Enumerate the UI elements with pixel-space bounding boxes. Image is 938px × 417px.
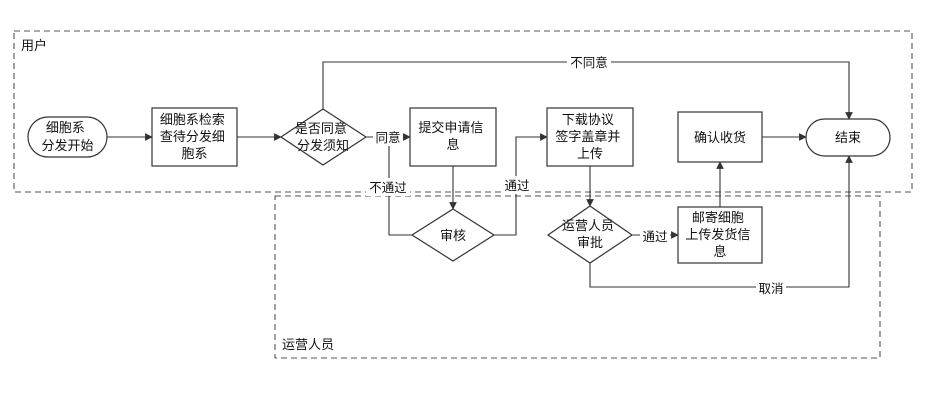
node-submit-line1: 提交申请信	[418, 120, 483, 136]
edge-label-agree: 同意	[375, 130, 400, 145]
svg-text:细胞系 分发开始: 细胞系 分发开始	[41, 121, 93, 154]
node-mail: 邮寄细胞 上传发货信 息	[677, 206, 763, 264]
edge-label-disagree: 不同意	[570, 55, 608, 70]
svg-text:结束: 结束	[835, 131, 861, 146]
lane-ops	[274, 195, 881, 359]
svg-text:细胞系检索 查待分发细 胞系: 细胞系检索 查待分发细 胞系	[160, 113, 229, 162]
edge-label-pass-approve: 通过	[642, 229, 668, 244]
edge-review-reject	[388, 137, 412, 236]
node-confirm: 确认收货	[677, 111, 763, 163]
lane-ops-label: 运营人员	[282, 338, 334, 353]
node-start: 细胞系 分发开始	[27, 116, 108, 158]
node-download-line3: 上传	[577, 147, 603, 162]
node-search: 细胞系检索 查待分发细 胞系	[151, 107, 238, 167]
node-search-line1: 细胞系检索	[160, 113, 225, 128]
node-mail-line1: 邮寄细胞	[692, 210, 744, 226]
node-download-line2: 签字盖章并	[555, 129, 620, 145]
node-agree-decision: 是否同意 分发须知	[279, 108, 368, 166]
node-search-line2: 查待分发细	[160, 129, 225, 145]
node-confirm-line1: 确认收货	[694, 130, 746, 146]
edge-label-cancel-bg	[756, 279, 786, 297]
svg-text:确认收货: 确认收货	[694, 130, 746, 146]
edge-label-pass-review-bg	[502, 176, 532, 194]
edge-label-disagree-bg	[567, 53, 611, 71]
svg-text:审核: 审核	[440, 229, 466, 244]
edge-label-reject-bg	[366, 178, 410, 196]
node-ops-approve-decision: 运营人员 审批	[546, 205, 634, 264]
node-search-line3: 胞系	[181, 147, 207, 162]
edge-label-cancel: 取消	[758, 281, 783, 296]
edge-label-reject: 不通过	[369, 180, 407, 195]
lane-user-label: 用户	[21, 38, 47, 54]
edge-label-agree-bg	[373, 128, 403, 146]
node-submit-line2: 息	[446, 137, 459, 153]
node-mail-line3: 息	[713, 244, 726, 260]
node-mail-line2: 上传发货信	[685, 227, 750, 243]
svg-text:提交申请信 息: 提交申请信 息	[418, 120, 487, 153]
node-download: 下载协议 签字盖章并 上传	[546, 107, 634, 167]
node-review-line1: 审核	[440, 229, 466, 244]
svg-text:运营人员 审批: 运营人员 审批	[562, 219, 618, 251]
node-start-line2: 分发开始	[41, 138, 93, 154]
edge-approve-cancel-to-end	[589, 155, 853, 288]
node-end-line1: 结束	[835, 131, 861, 146]
node-download-line1: 下载协议	[562, 113, 614, 128]
node-review-decision: 审核	[410, 208, 496, 262]
node-ops-approve-line2: 审批	[577, 236, 603, 251]
node-agree-line2: 分发须知	[297, 138, 349, 154]
edge-label-pass-review: 通过	[504, 178, 530, 193]
svg-text:是否同意 分发须知: 是否同意 分发须知	[295, 121, 351, 154]
svg-text:下载协议 签字盖章并 上传: 下载协议 签字盖章并 上传	[555, 113, 624, 162]
node-submit: 提交申请信 息	[409, 107, 497, 167]
node-start-line1: 细胞系	[46, 121, 85, 136]
node-agree-line1: 是否同意	[295, 121, 347, 137]
edge-label-pass-approve-bg	[640, 227, 670, 245]
svg-text:邮寄细胞 上传发货信 息: 邮寄细胞 上传发货信 息	[685, 210, 754, 260]
node-end: 结束	[805, 118, 891, 157]
node-ops-approve-line1: 运营人员	[562, 219, 614, 234]
